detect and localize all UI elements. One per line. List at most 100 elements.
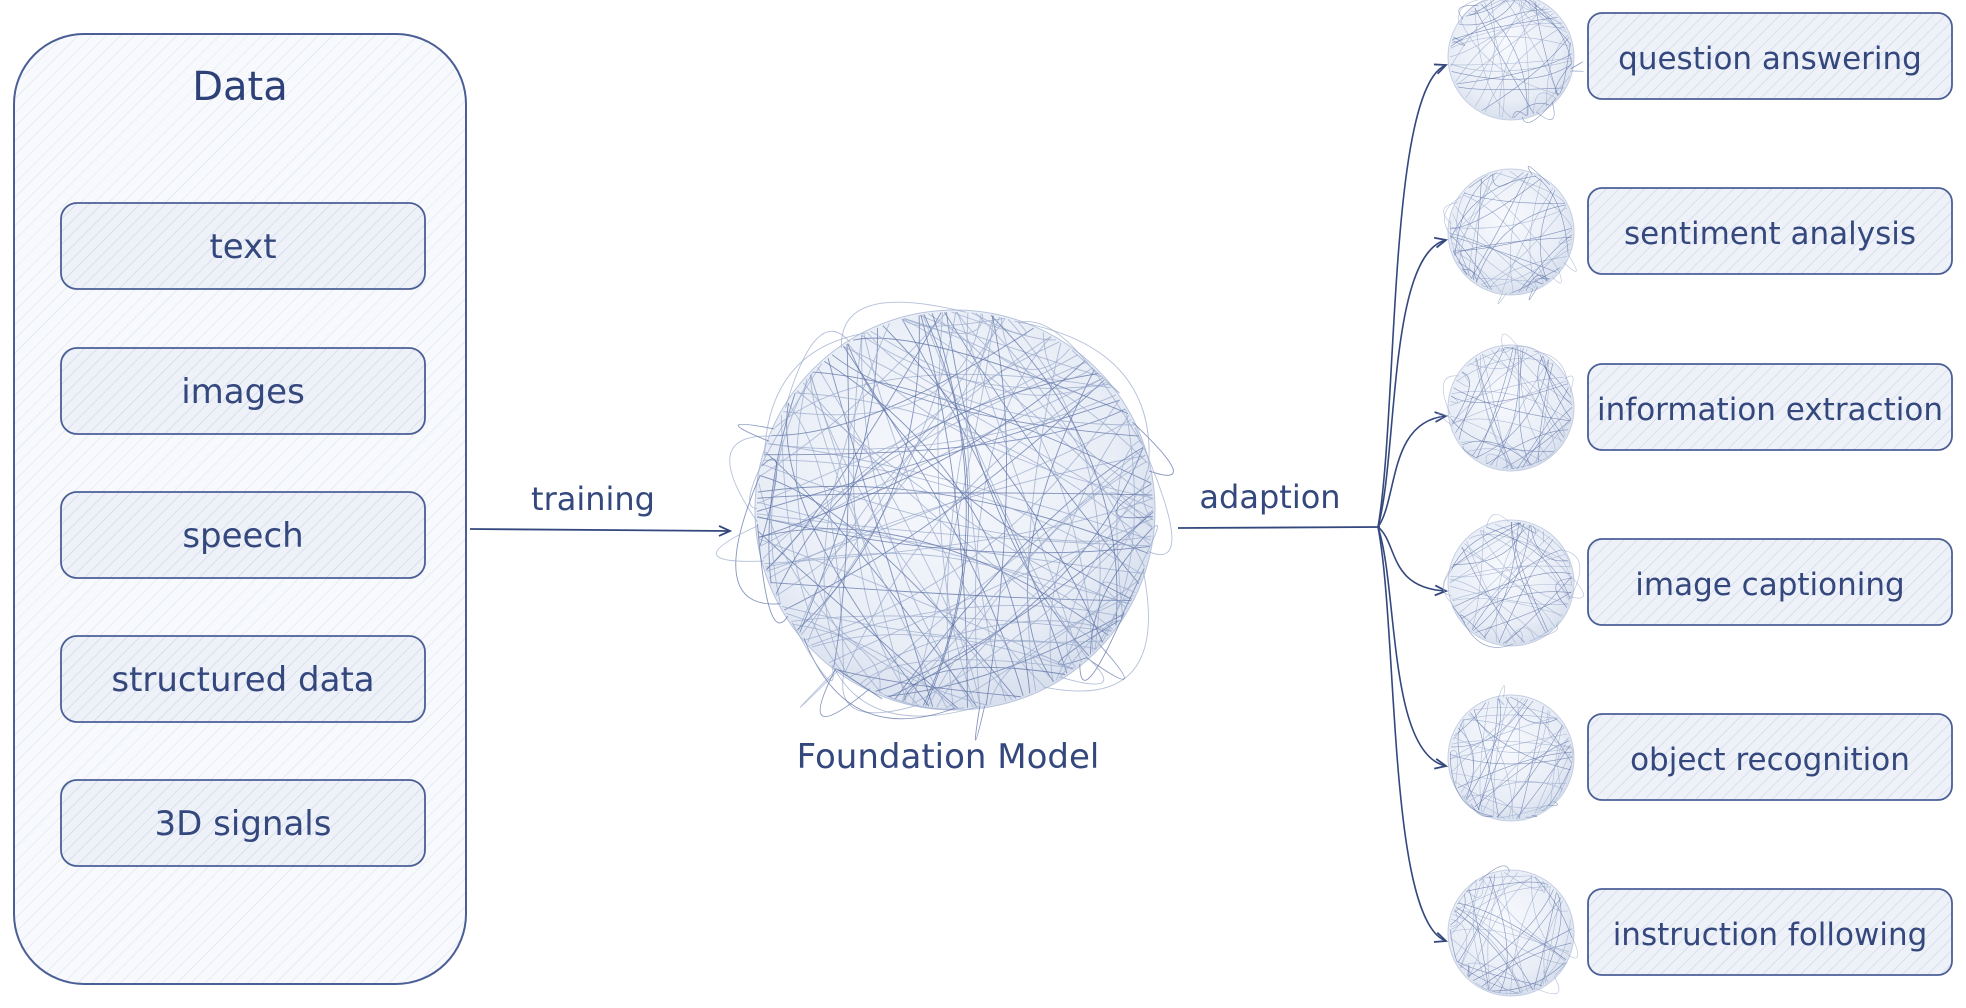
- mesh-line: [776, 316, 1001, 596]
- mesh-line: [819, 667, 870, 717]
- task-item: question answering: [1447, 0, 1953, 123]
- mesh-line: [1449, 882, 1477, 931]
- mesh-line: [1509, 267, 1561, 294]
- mesh-line: [1457, 718, 1480, 811]
- mesh-line: [802, 382, 1101, 646]
- mesh-line: [1442, 375, 1460, 415]
- mesh-line: [1455, 11, 1552, 83]
- mesh-line: [1481, 37, 1570, 111]
- mesh-line: [1457, 902, 1566, 961]
- mesh-line: [1449, 377, 1564, 406]
- mesh-line: [866, 332, 1134, 426]
- mesh-line: [729, 435, 772, 523]
- mesh-line: [1450, 235, 1557, 273]
- mesh-line: [848, 620, 1112, 678]
- mesh-line: [966, 312, 1007, 702]
- mesh-line: [1539, 624, 1559, 638]
- mesh-line: [1533, 892, 1557, 990]
- mesh-line: [1548, 801, 1558, 807]
- training-label: training: [531, 480, 655, 518]
- mesh-line: [1470, 277, 1544, 284]
- mesh-line: [796, 315, 920, 631]
- mesh-line: [791, 622, 834, 682]
- mesh-line: [1121, 568, 1145, 618]
- mesh-line: [1511, 919, 1571, 995]
- mesh-line: [1449, 886, 1551, 937]
- mesh-line: [1486, 514, 1510, 528]
- mesh-line: [1142, 467, 1154, 521]
- mesh-line: [1510, 881, 1544, 995]
- mesh-line: [1479, 530, 1569, 605]
- mesh-line: [1460, 698, 1527, 793]
- mesh-line: [1522, 98, 1557, 123]
- task-item: object recognition: [1447, 685, 1953, 822]
- mesh-line: [1000, 317, 1153, 500]
- mesh-line: [807, 318, 1006, 643]
- mesh-line: [1466, 698, 1502, 801]
- mesh-line: [1513, 102, 1550, 119]
- mesh-line: [768, 443, 1151, 541]
- mesh-line: [1570, 576, 1584, 599]
- mesh-line: [1442, 565, 1453, 597]
- mesh-line: [1520, 243, 1572, 293]
- mesh-line: [1458, 347, 1501, 440]
- mesh-line: [1472, 878, 1489, 990]
- data-item-box: [60, 202, 426, 290]
- mesh-line: [882, 325, 1103, 643]
- mesh-line: [1535, 1, 1559, 97]
- adaption-arrow: adaption: [1177, 65, 1446, 941]
- task-model-sphere: [1447, 869, 1575, 997]
- mesh-line: [757, 492, 1153, 499]
- mesh-line: [737, 423, 775, 442]
- mesh-line: [715, 525, 764, 562]
- mesh-line: [902, 448, 1144, 702]
- task-model-sphere: [1447, 694, 1575, 822]
- mesh-line: [1501, 333, 1519, 348]
- mesh-line: [1548, 886, 1568, 912]
- mesh-line: [1455, 908, 1566, 962]
- mesh-line: [1471, 528, 1484, 630]
- mesh-line: [1049, 415, 1130, 683]
- mesh-line: [1504, 872, 1549, 891]
- mesh-line: [1438, 412, 1453, 427]
- mesh-line: [787, 403, 845, 674]
- mesh-line: [1450, 418, 1554, 453]
- mesh-line: [1471, 549, 1563, 631]
- mesh-line: [887, 613, 1124, 697]
- mesh-line: [1484, 1, 1505, 118]
- mesh-line: [1519, 0, 1567, 33]
- mesh-line: [1509, 170, 1573, 228]
- mesh-line: [1521, 0, 1566, 30]
- mesh-line: [1479, 701, 1489, 812]
- mesh-line: [1496, 172, 1566, 204]
- mesh-line: [831, 354, 1139, 437]
- mesh-line: [1457, 727, 1475, 800]
- mesh-line: [1486, 526, 1571, 600]
- mesh-line: [1518, 348, 1531, 466]
- mesh-line: [1444, 196, 1462, 235]
- mesh-line: [1453, 387, 1571, 422]
- mesh-line: [1468, 534, 1569, 563]
- mesh-line: [901, 318, 1068, 674]
- mesh-line: [1530, 524, 1571, 568]
- mesh-line: [1450, 0, 1510, 67]
- mesh-line: [1498, 538, 1554, 643]
- mesh-line: [1452, 227, 1572, 252]
- mesh-line: [922, 313, 967, 706]
- task-label: instruction following: [1613, 917, 1928, 953]
- mesh-line: [758, 483, 988, 706]
- mesh-line: [1501, 347, 1556, 450]
- mesh-line: [1475, 357, 1513, 470]
- mesh-line: [775, 372, 1099, 595]
- task-model-mesh: [1449, 685, 1574, 820]
- mesh-line: [1491, 349, 1562, 443]
- mesh-line: [1553, 621, 1559, 628]
- mesh-line: [1537, 750, 1572, 814]
- mesh-line: [1060, 657, 1105, 685]
- task-label: question answering: [1618, 41, 1922, 77]
- mesh-line: [1456, 12, 1554, 86]
- mesh-line: [1452, 213, 1533, 290]
- mesh-line: [1453, 251, 1502, 293]
- mesh-line: [1484, 626, 1501, 644]
